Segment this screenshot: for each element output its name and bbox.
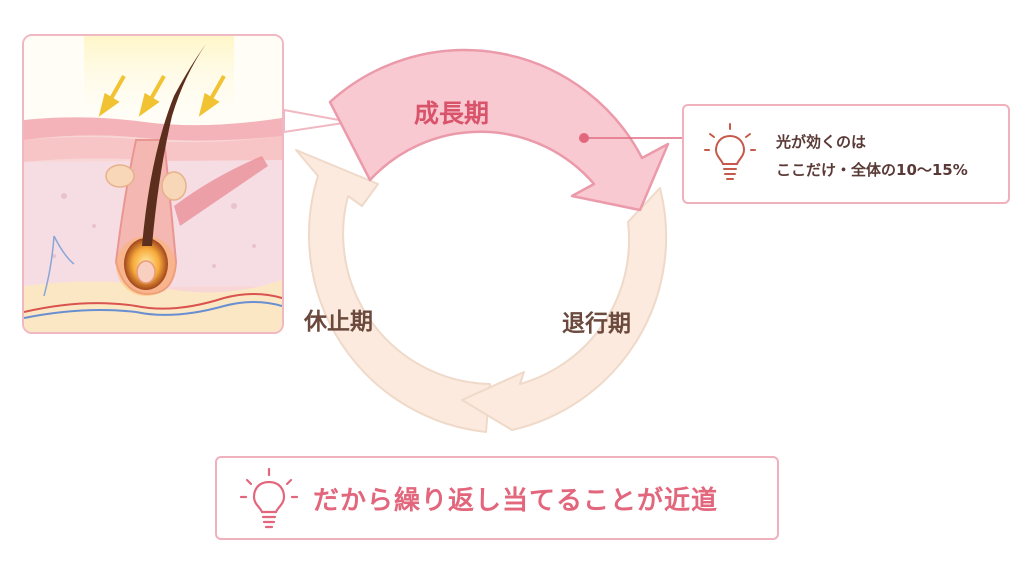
phase-label-telogen: 休止期 bbox=[304, 309, 373, 335]
info-text: 光が効くのは ここだけ・全体の10〜15% bbox=[776, 128, 968, 184]
phase-label-growth: 成長期 bbox=[414, 99, 490, 128]
catagen-arrow bbox=[461, 187, 668, 431]
growth-arrow bbox=[328, 48, 670, 212]
lightbulb-icon bbox=[239, 467, 299, 529]
info-line-1: 光が効くのは bbox=[776, 133, 867, 151]
telogen-arrow bbox=[295, 149, 491, 433]
bottom-message: だから繰り返し当てることが近道 bbox=[313, 486, 719, 516]
hair-follicle-illustration bbox=[22, 34, 284, 334]
info-connector-dot bbox=[579, 133, 589, 143]
info-line-2: ここだけ・全体の10〜15% bbox=[776, 161, 968, 179]
lightbulb-icon bbox=[704, 123, 756, 180]
info-callout-box: 光が効くのは ここだけ・全体の10〜15% bbox=[682, 104, 1010, 204]
phase-label-catagen: 退行期 bbox=[562, 311, 631, 337]
illustration-callout bbox=[283, 108, 351, 134]
bottom-message-box: だから繰り返し当てることが近道 bbox=[215, 456, 779, 540]
